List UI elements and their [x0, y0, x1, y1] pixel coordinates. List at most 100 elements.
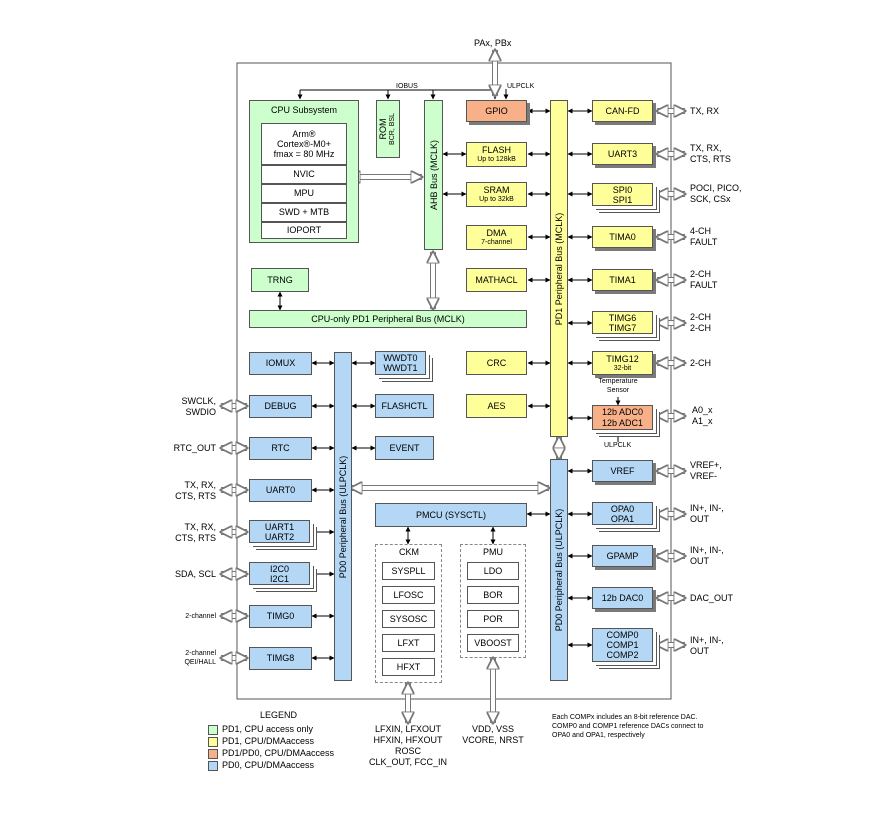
cpu-swd-mtb: SWD + MTB: [261, 203, 347, 222]
wwdt-block: WWDT0 WWDT1: [375, 351, 426, 375]
uart2-label: UART2: [264, 531, 295, 542]
ext-uart0-label: TX, RX, CTS, RTS: [175, 480, 216, 501]
sram-title: SRAM: [483, 185, 510, 195]
cpu-core-arm: Arm®: [292, 129, 316, 139]
pmu-vboost: VBOOST: [467, 634, 519, 652]
debug-block: DEBUG: [249, 395, 312, 418]
ext-tima0-label: 4-CH FAULT: [690, 226, 718, 247]
flash-block: FLASH Up to 128kB: [466, 142, 527, 167]
i2c1-label: I2C1: [269, 573, 289, 584]
ext-uart3-label: TX, RX, CTS, RTS: [690, 143, 731, 164]
comp1-label: COMP1: [606, 640, 639, 650]
iobus-label: IOBUS: [396, 83, 418, 90]
spi-block: SPI0 SPI1: [592, 183, 653, 206]
spi0-label: SPI0: [612, 184, 633, 195]
ckm-title: CKM: [399, 547, 419, 557]
flash-sub: Up to 128kB: [477, 156, 516, 163]
aes-block: AES: [466, 394, 527, 418]
rtc-block: RTC: [249, 437, 312, 460]
pmu-pins-label: VDD, VSS VCORE, NRST: [462, 724, 524, 745]
timg67-block: TIMG6 TIMG7: [592, 311, 653, 334]
timg6-label: TIMG6: [608, 312, 637, 323]
legend-title: LEGEND: [260, 710, 298, 720]
wwdt1-label: WWDT1: [383, 363, 418, 373]
comp-block: COMP0 COMP1 COMP2: [592, 628, 653, 662]
ext-i2c-label: SDA, SCL: [174, 569, 216, 579]
legend-swatch-pd0: [208, 761, 218, 771]
ahb-bus: AHB Bus (MCLK): [424, 100, 443, 250]
pmu-ldo: LDO: [467, 562, 519, 580]
ext-debug-label: SWCLK, SWDIO: [181, 396, 216, 417]
ckm-lfxt: LFXT: [382, 634, 435, 652]
event-block: EVENT: [375, 436, 434, 460]
gpio-block: GPIO: [466, 100, 527, 122]
ext-dac-label: DAC_OUT: [690, 593, 734, 603]
timg0-block: TIMG0: [249, 605, 312, 628]
rom-title: ROM: [378, 118, 388, 140]
uart12-block: UART1 UART2: [249, 520, 310, 543]
ckm-group: [375, 544, 442, 683]
legend-pd1-cpu-only-label: PD1, CPU access only: [222, 724, 314, 734]
comp0-label: COMP0: [606, 630, 639, 640]
mathacl-block: MATHACL: [466, 268, 527, 292]
i2c-block: I2C0 I2C1: [249, 562, 310, 585]
pd1-bus-label: PD1 Peripheral Bus (MCLK): [554, 212, 564, 325]
uart0-block: UART0: [249, 479, 312, 502]
cpu-only-bus: CPU-only PD1 Peripheral Bus (MCLK): [249, 310, 527, 328]
flash-title: FLASH: [481, 145, 511, 155]
rom-block: ROM BCR, BSL: [376, 100, 400, 158]
cpu-subsystem-title: CPU Subsystem: [270, 105, 338, 115]
pmu-title: PMU: [483, 547, 503, 557]
ext-gpamp-label: IN+, IN-, OUT: [690, 545, 724, 566]
timg8-block: TIMG8: [249, 647, 312, 670]
sram-sub: Up to 32kB: [479, 196, 514, 203]
top-pins-label: PAx, PBx: [474, 38, 512, 48]
ckm-lfosc: LFOSC: [382, 586, 435, 604]
pmcu-block: PMCU (SYSCTL): [375, 503, 527, 527]
pd0-left-bus-label: PD0 Peripheral Bus (ULPCLK): [338, 455, 348, 578]
legend-pd0-label: PD0, CPU/DMAaccess: [222, 760, 315, 770]
opa1-label: OPA1: [610, 513, 635, 524]
ext-vref-label: VREF+, VREF-: [690, 460, 722, 481]
legend-pd1-pd0-label: PD1/PD0, CPU/DMAaccess: [222, 748, 335, 758]
ext-timg0-label: 2-channel: [185, 613, 216, 620]
ulpclk-adc-label: ULPCLK: [604, 442, 632, 449]
legend-pd1-label: PD1, CPU/DMAaccess: [222, 736, 315, 746]
cpu-mpu: MPU: [261, 184, 347, 203]
pd1-bus: PD1 Peripheral Bus (MCLK): [550, 100, 568, 437]
ext-tima1-label: 2-CH FAULT: [690, 269, 718, 290]
legend-swatch-pd1-pd0: [208, 749, 218, 759]
tima1-block: TIMA1: [592, 269, 653, 291]
cpu-nvic: NVIC: [261, 165, 347, 184]
canfd-block: CAN-FD: [592, 100, 653, 122]
timg7-label: TIMG7: [608, 322, 637, 333]
crc-block: CRC: [466, 351, 527, 375]
dma-sub: 7-channel: [481, 239, 512, 246]
cpu-core-cortex: Cortex®-M0+: [277, 139, 331, 149]
dma-title: DMA: [486, 228, 507, 238]
cpu-core-fmax: fmax = 80 MHz: [273, 149, 335, 159]
i2c0-label: I2C0: [269, 563, 289, 574]
ext-timg8-label: 2-channel QEI/HALL: [184, 650, 216, 666]
iomux-block: IOMUX: [249, 352, 312, 375]
ckm-pins-label: LFXIN, LFXOUT HFXIN, HFXOUT ROSC CLK_OUT…: [368, 724, 448, 767]
adc-block: 12b ADC0 12b ADC1: [592, 405, 653, 430]
temperature-sensor-label: Temperature Sensor: [598, 378, 638, 394]
dac0-block: 12b DAC0: [592, 587, 653, 609]
wide-bus-arrows: [221, 50, 685, 723]
ext-canfd-label: TX, RX: [690, 106, 720, 116]
adc0-label: 12b ADC0: [601, 406, 644, 417]
ext-timg12-label: 2-CH: [690, 358, 712, 368]
ext-opa-label: IN+, IN-, OUT: [690, 503, 724, 524]
ahb-bus-label: AHB Bus (MCLK): [428, 139, 439, 211]
pmu-por: POR: [467, 610, 519, 628]
legend-swatch-pd1: [208, 737, 218, 747]
flashctl-block: FLASHCTL: [375, 394, 434, 418]
spi1-label: SPI1: [612, 194, 633, 205]
ext-comp-label: IN+, IN-, OUT: [690, 635, 724, 656]
uart1-label: UART1: [264, 521, 295, 532]
vref-block: VREF: [592, 460, 653, 482]
pmu-group: [460, 544, 526, 658]
ckm-sysosc: SYSOSC: [382, 610, 435, 628]
